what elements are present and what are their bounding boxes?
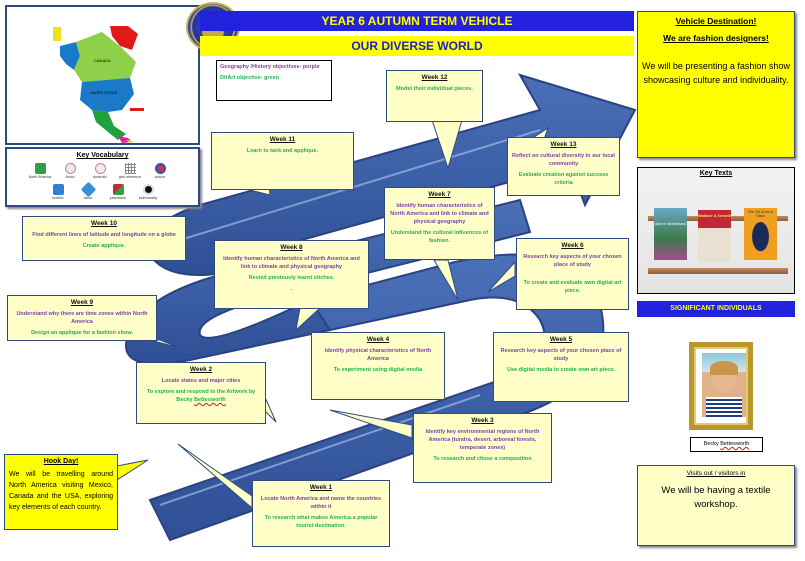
hook-day-heading: Hook Day! <box>43 458 79 465</box>
antarctic-globe-icon <box>94 163 106 174</box>
vocabulary-title: Key Vocabulary <box>76 152 129 159</box>
week-13-card: Week 13 Reflect on cultural diversity in… <box>507 137 620 196</box>
significant-individuals-heading: SIGNIFICANT INDIVIDUALS <box>637 301 795 317</box>
page-title: YEAR 6 AUTUMN TERM VEHICLE <box>200 11 634 31</box>
vehicle-destination-card: Vehicle Destination! We are fashion desi… <box>637 11 795 158</box>
visits-card: Visits out / visitors in We will be havi… <box>637 465 795 546</box>
destination-body: We will be presenting a fashion show sho… <box>642 61 790 85</box>
key-texts-title: Key Texts <box>699 170 733 177</box>
objectives-key: Geography /History objectives- purple Dt… <box>216 60 332 101</box>
book-alice-in-wonderland: Alice in Wonderland <box>654 208 687 260</box>
week-8-card: Week 8 Identify human characteristics of… <box>214 240 369 309</box>
individual-name: Becky Bettesworth <box>690 437 763 452</box>
portrait-frame <box>689 342 753 430</box>
textiles-icon <box>52 184 64 195</box>
vocab-item: Arctic <box>57 163 83 179</box>
week-3-card: Week 3 Identify key environmental region… <box>413 413 552 483</box>
map-label-usa: UNITED STATES <box>90 91 118 95</box>
week-4-card: Week 4 Identify physical characteristics… <box>311 332 445 400</box>
book-girl-of-ink-and-stars: The Girl of Ink & Stars <box>744 208 777 260</box>
key-texts-panel: Key Texts Alice in Wonderland Wallace & … <box>637 167 795 294</box>
hook-day-body: We will be travelling around North Ameri… <box>9 471 113 511</box>
visits-body: We will be having a textile workshop. <box>661 485 771 510</box>
arctic-globe-icon <box>64 163 76 174</box>
week-12-card: Week 12 Model their individual pieces. <box>386 70 483 122</box>
week-9-card: Week 9 Understand why there are time zon… <box>7 295 157 341</box>
week-1-card: Week 1 Locate North America and name the… <box>252 480 390 547</box>
vocab-item: North America <box>27 163 53 179</box>
culture-icon <box>154 163 166 174</box>
week-5-card: Week 5 Research key aspects of your chos… <box>493 332 629 402</box>
vocab-item: individuality <box>135 184 161 200</box>
north-america-icon <box>34 163 46 174</box>
week-2-card: Week 2 Locate states and major cities To… <box>136 362 266 424</box>
map-label-canada: CANADA <box>94 58 111 63</box>
patchwork-icon <box>112 184 124 195</box>
north-america-map-panel: CANADA UNITED STATES <box>5 5 200 145</box>
vocab-item: textiles <box>45 184 71 200</box>
week-6-card: Week 6 Research key aspects of your chos… <box>516 238 629 310</box>
vocab-item: culture <box>147 163 173 179</box>
geography-key: Geography /History objectives- purple <box>220 64 320 70</box>
vocab-item: patchwork <box>105 184 131 200</box>
key-vocabulary-panel: Key Vocabulary North America Arctic Anta… <box>5 147 200 207</box>
lower-shelf <box>648 268 788 274</box>
fabric-icon <box>80 181 96 198</box>
page-subtitle: OUR DIVERSE WORLD <box>200 36 634 56</box>
grid-icon <box>124 163 136 174</box>
visits-heading: Visits out / visitors in <box>686 470 746 477</box>
vocab-item: grid reference <box>117 163 143 179</box>
individuality-icon <box>142 184 154 195</box>
north-america-map: CANADA UNITED STATES <box>53 26 144 143</box>
vocab-item: Antarctic <box>87 163 113 179</box>
vocab-item: fabric <box>75 181 101 200</box>
week-7-card: Week 7 Identify human characteristics of… <box>384 187 495 260</box>
hook-day-card: Hook Day! We will be travelling around N… <box>4 454 118 530</box>
week-11-card: Week 11 Learn to tack and applique. <box>211 132 354 190</box>
destination-heading: Vehicle Destination! <box>675 16 757 26</box>
art-key: Dt/Art objective- green <box>220 75 279 81</box>
portrait-photo <box>702 353 746 417</box>
week-10-card: Week 10 Find different lines of latitude… <box>22 216 186 261</box>
book-wallace-and-gromit: Wallace & Gromit <box>698 210 731 262</box>
destination-subheading: We are fashion designers! <box>663 33 769 43</box>
